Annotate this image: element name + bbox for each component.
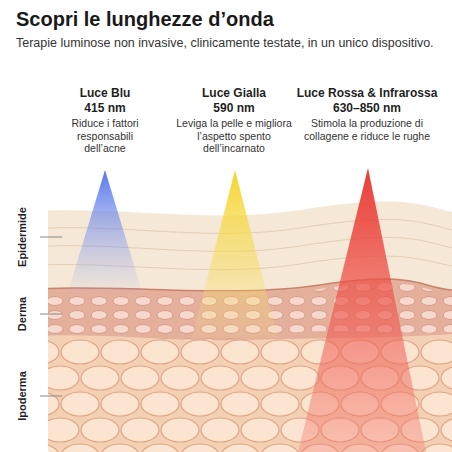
- subtitle: Terapie luminose non invasive, clinicame…: [16, 36, 436, 51]
- fat-cell: [421, 340, 452, 364]
- fat-cell: [141, 340, 179, 364]
- fat-cell: [61, 444, 99, 452]
- fat-cell: [281, 366, 319, 390]
- fat-cell: [141, 444, 179, 452]
- fat-cell: [181, 392, 219, 416]
- beam-description: Leviga la pelle e migliora l’aspetto spe…: [173, 117, 295, 155]
- wavelength: 415 nm: [45, 101, 165, 115]
- fat-cell: [421, 392, 452, 416]
- fat-cell: [441, 418, 452, 442]
- fat-cell: [81, 418, 119, 442]
- fat-cell: [221, 392, 259, 416]
- fat-cell: [181, 444, 219, 452]
- fat-cell: [181, 340, 219, 364]
- fat-cell: [221, 340, 259, 364]
- fat-cell: [261, 444, 299, 452]
- fat-cell: [121, 418, 159, 442]
- fat-cell: [61, 340, 99, 364]
- beam-heading: Luce Rossa & Infrarossa: [287, 86, 447, 100]
- fat-cell: [101, 444, 139, 452]
- fat-cell: [241, 366, 279, 390]
- beam-description: Riduce i fattori responsabili dell’acne: [55, 117, 155, 155]
- beam-heading: Luce Blu: [45, 86, 165, 100]
- fat-cell: [48, 340, 59, 364]
- layer-label: Epidermide: [16, 207, 28, 267]
- fat-cell: [441, 366, 452, 390]
- fat-cell: [101, 340, 139, 364]
- fat-cell: [201, 418, 239, 442]
- wavelength: 590 nm: [174, 101, 294, 115]
- fat-cell: [61, 392, 99, 416]
- fat-cell: [201, 366, 239, 390]
- beam-description: Stimola la produzione di collagene e rid…: [302, 117, 432, 142]
- fat-cell: [261, 340, 299, 364]
- fat-cell: [81, 366, 119, 390]
- fat-cell: [48, 366, 79, 390]
- fat-cell: [141, 392, 179, 416]
- wavelength: 630–850 nm: [292, 101, 442, 115]
- fat-cell: [261, 392, 299, 416]
- fat-cell: [121, 366, 159, 390]
- title: Scopri le lunghezze d’onda: [16, 8, 274, 31]
- fat-cell: [241, 418, 279, 442]
- fat-cell: [161, 418, 199, 442]
- layer-label: Derma: [16, 297, 28, 331]
- fat-cell: [48, 418, 79, 442]
- beam-heading: Luce Gialla: [174, 86, 294, 100]
- fat-cell: [101, 392, 139, 416]
- fat-cell: [221, 444, 259, 452]
- layer-label: Ipoderma: [16, 371, 28, 421]
- fat-cell: [48, 444, 59, 452]
- fat-cell: [161, 366, 199, 390]
